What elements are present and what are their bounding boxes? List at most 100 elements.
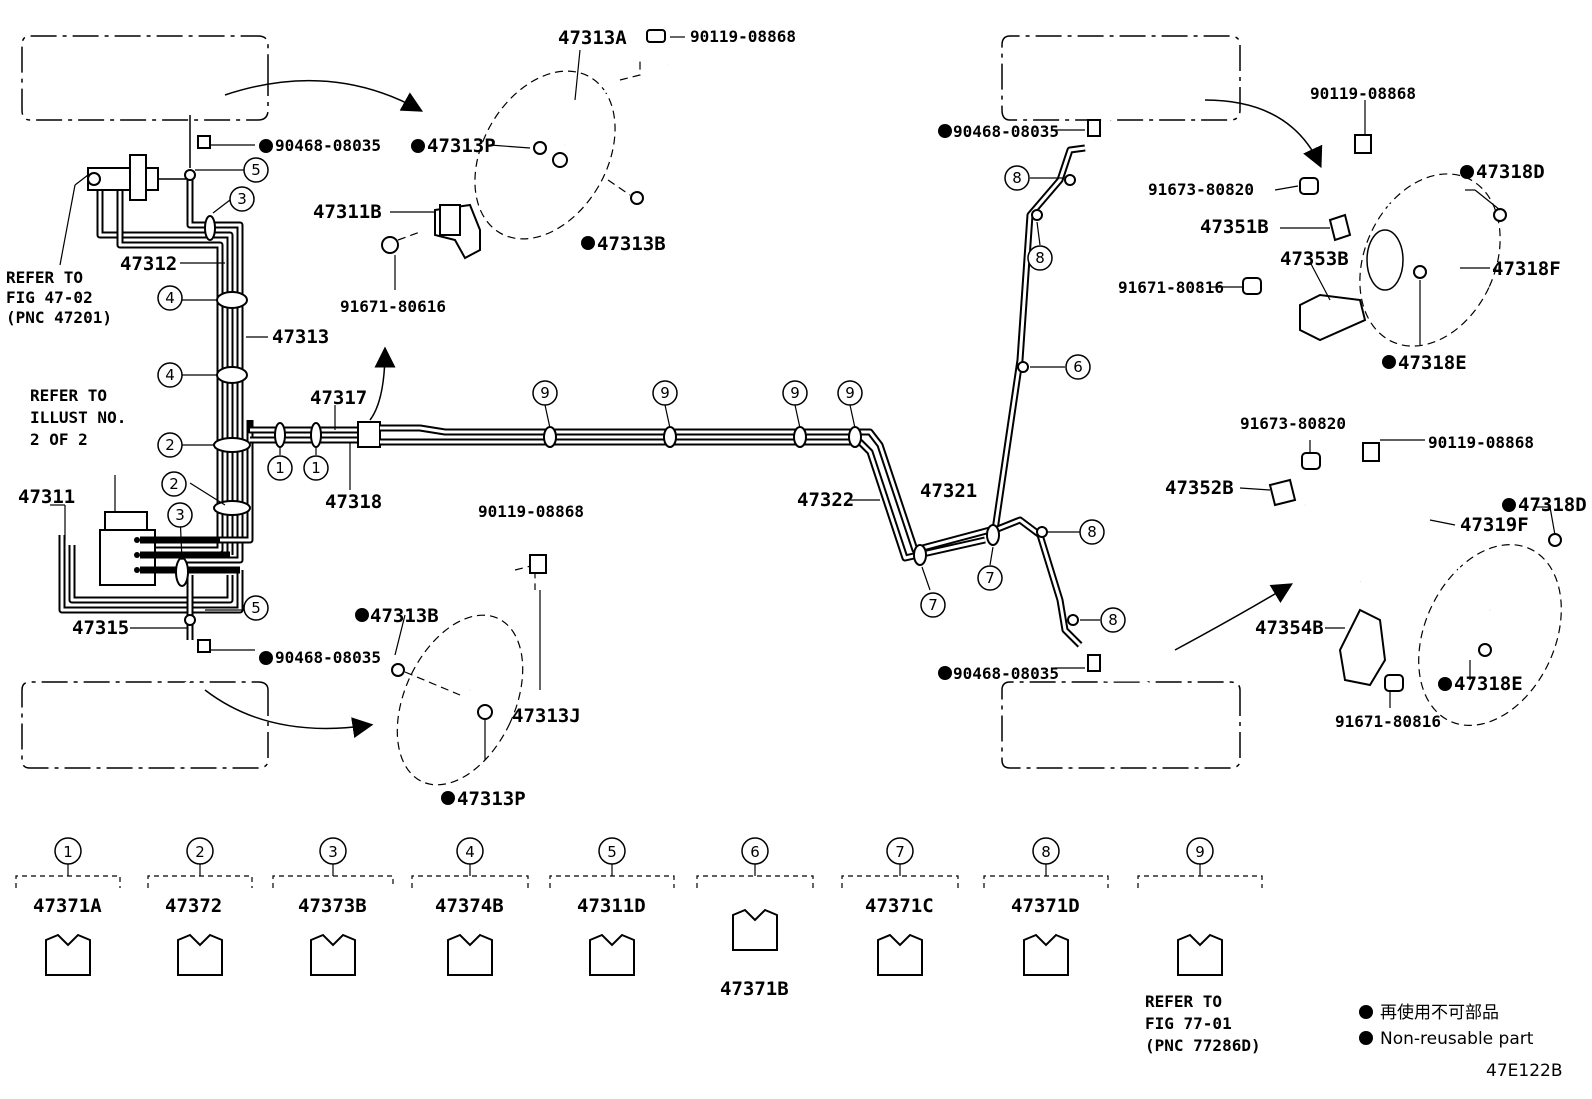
label-90119-tr: 90119-08868 <box>1310 84 1416 103</box>
clamp-part-label: 47371B <box>720 978 789 1000</box>
refer-illust-line2: ILLUST NO. <box>30 408 126 427</box>
leader-lines <box>50 36 1556 760</box>
clamp-number: 9 <box>1195 843 1205 861</box>
clamp-legend: 147371A247372347373B447374B547311D647371… <box>15 837 1263 1000</box>
refer-fig4702-line1: REFER TO <box>6 268 83 287</box>
direction-arrow-rl <box>204 689 374 738</box>
label-47312: 47312 <box>120 253 177 275</box>
clamp-number: 7 <box>895 843 905 861</box>
label-47352B: 47352B <box>1165 477 1234 499</box>
label-47313: 47313 <box>272 326 329 348</box>
brake-actuator-block <box>99 511 240 586</box>
callout-9: 9 <box>540 384 550 402</box>
callout-2: 2 <box>165 436 175 454</box>
refer-fig4702-line2: FIG 47-02 <box>6 288 93 307</box>
clamp-shape <box>45 933 91 976</box>
brake-tee-fitting <box>87 154 190 201</box>
legend-jp: 再使用不可部品 <box>1380 1002 1499 1023</box>
callout-1: 1 <box>275 459 285 477</box>
clamp-shape <box>877 933 923 976</box>
label-47318D-tr: 47318D <box>1476 161 1545 183</box>
callout-6: 6 <box>1073 358 1083 376</box>
clamp-shape <box>1177 933 1223 976</box>
label-47313B-bot: 47313B <box>370 605 439 627</box>
callout-3: 3 <box>175 506 185 524</box>
non-reusable-dots <box>259 124 1516 805</box>
illustration-id: 47E122B <box>1486 1061 1562 1081</box>
callout-3: 3 <box>237 190 247 208</box>
label-47321: 47321 <box>920 480 977 502</box>
clamp-shape <box>589 933 635 976</box>
label-47353B: 47353B <box>1280 248 1349 270</box>
label-90119-mid: 90119-08868 <box>478 502 584 521</box>
brake-hose-rear-right <box>1268 478 1562 726</box>
direction-arrow-fr <box>1204 99 1323 169</box>
clamp-part-label: 47372 <box>165 895 222 917</box>
direction-arrow-fl <box>224 79 424 112</box>
label-47354B: 47354B <box>1255 617 1324 639</box>
label-47318F: 47318F <box>1492 258 1561 280</box>
label-91673-br: 91673-80820 <box>1240 414 1346 433</box>
label-47313A: 47313A <box>558 27 627 49</box>
label-90468-tr: 90468-08035 <box>953 122 1059 141</box>
label-47311B: 47311B <box>313 201 382 223</box>
callout-4: 4 <box>165 289 175 307</box>
label-90119-top: 90119-08868 <box>690 27 796 46</box>
direction-arrow-rr <box>1174 583 1294 651</box>
callout-9: 9 <box>845 384 855 402</box>
callout-7: 7 <box>985 569 995 587</box>
callout-5: 5 <box>251 599 261 617</box>
callout-5: 5 <box>251 161 261 179</box>
callout-8: 8 <box>1012 169 1022 187</box>
label-47313B-top: 47313B <box>597 233 666 255</box>
label-90468-tl: 90468-08035 <box>275 136 381 155</box>
legend-en: Non-reusable part <box>1380 1029 1534 1049</box>
brake-hose-front-left <box>474 60 670 240</box>
clamp-number: 6 <box>750 843 760 861</box>
refer-fig7701-line1: REFER TO <box>1145 992 1222 1011</box>
callout-1: 1 <box>311 459 321 477</box>
clamp-part-label: 47373B <box>298 895 367 917</box>
refer-fig4702-line3: (PNC 47201) <box>6 308 112 327</box>
label-90468-br: 90468-08035 <box>953 664 1059 683</box>
clamp-part-label: 47311D <box>577 895 646 917</box>
label-47317: 47317 <box>310 387 367 409</box>
refer-fig7701-line3: (PNC 77286D) <box>1145 1036 1261 1055</box>
callout-numbers: 5 3 4 4 2 2 3 5 1 1 9 9 9 9 7 7 8 8 6 8 … <box>165 161 1118 629</box>
callout-8: 8 <box>1087 523 1097 541</box>
refer-illust-line1: REFER TO <box>30 386 107 405</box>
label-47313J: 47313J <box>512 705 581 727</box>
clamp-number: 3 <box>328 843 338 861</box>
part-labels: 47313A 90119-08868 90468-08035 47313P 47… <box>18 27 1587 810</box>
clamp-item-9: 9 <box>1137 837 1263 976</box>
label-90119-br: 90119-08868 <box>1428 433 1534 452</box>
brake-hose-rear-left <box>391 564 537 786</box>
refer-notes: REFER TO FIG 47-02 (PNC 47201) REFER TO … <box>6 268 1261 1055</box>
clamp-shape <box>1023 933 1069 976</box>
clamp-number: 8 <box>1041 843 1051 861</box>
clamp-shape <box>177 933 223 976</box>
bolt-icons <box>197 29 1404 692</box>
clamp-number: 2 <box>195 843 205 861</box>
non-reusable-legend: 再使用不可部品 Non-reusable part 47E122B <box>1359 1002 1562 1081</box>
label-47315: 47315 <box>72 617 129 639</box>
callout-9: 9 <box>790 384 800 402</box>
brake-tube-bundle-vertical <box>58 103 254 687</box>
clamp-part-label: 47371C <box>865 895 934 917</box>
brake-tube-rear-horizontal <box>246 420 1002 562</box>
callout-9: 9 <box>660 384 670 402</box>
brake-hose-front-right <box>1299 173 1507 347</box>
clamp-item-8: 8 47371D <box>983 837 1109 976</box>
label-91671-80616: 91671-80616 <box>340 297 446 316</box>
clamp-markers <box>175 169 1079 626</box>
clamp-number: 4 <box>465 843 475 861</box>
clamp-part-label: 47371D <box>1011 895 1080 917</box>
label-47313P-top: 47313P <box>427 135 496 157</box>
label-91671-tr: 91671-80816 <box>1118 278 1224 297</box>
bracket-47311B <box>381 203 481 260</box>
refer-illust-line3: 2 OF 2 <box>30 430 88 449</box>
clamp-shape <box>310 933 356 976</box>
